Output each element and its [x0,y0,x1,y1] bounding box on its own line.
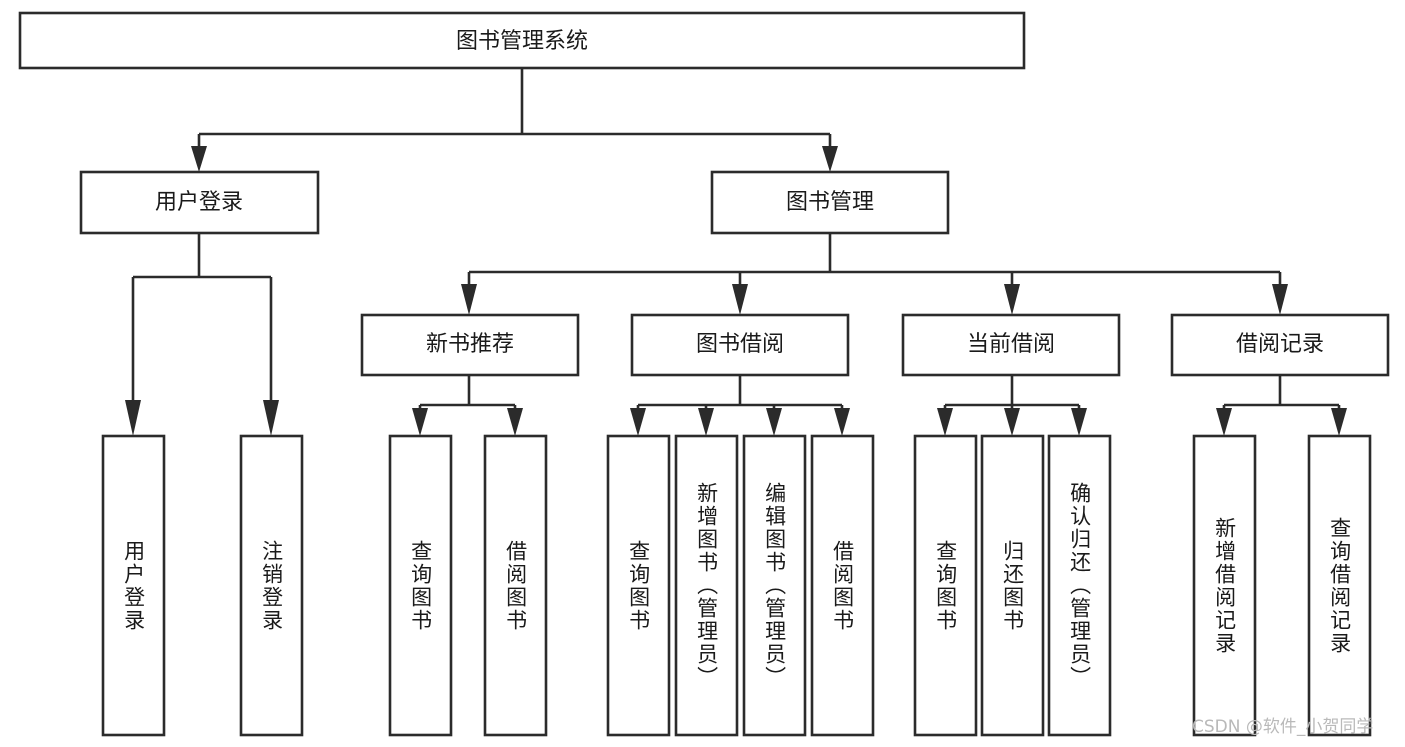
leaf-add-record-box[interactable] [1192,434,1257,737]
node-book-borrow-label: 图书借阅 [696,332,784,357]
leaf-query-book-3-box[interactable] [913,434,978,737]
node-root-box[interactable] [18,11,1026,70]
leaf-borrow-book-2-label: 借阅图书 [830,539,855,632]
arrowhead-leaf-user-logout [263,400,279,436]
arrowhead-leaf-borrow-book-1 [507,408,523,436]
arrowhead-book-borrow [732,284,748,315]
leaf-query-book-1-label: 查询图书 [408,539,433,632]
node-book-manage[interactable]: 图书管理 [710,170,950,235]
leaf-return-book-box[interactable] [980,434,1045,737]
node-current-borrow[interactable]: 当前借阅 [901,313,1121,377]
node-root-label: 图书管理系统 [456,29,588,54]
node-current-borrow-box[interactable] [901,313,1121,377]
leaf-confirm-return-label: 确认归还（管理员） [1067,482,1092,689]
leaf-borrow-book-2-box[interactable] [810,434,875,737]
leaf-add-record-label: 新增借阅记录 [1212,516,1237,655]
leaf-return-book-label: 归还图书 [1000,539,1025,632]
node-new-book-recommend-label: 新书推荐 [426,332,514,357]
leaf-query-book-2-label: 查询图书 [626,539,651,632]
leaf-add-book-box[interactable] [674,434,739,737]
node-user-login-label: 用户登录 [155,190,243,215]
arrowhead-leaf-return-book [1004,408,1020,436]
leaf-add-book-label: 新增图书（管理员） [694,482,719,689]
leaf-query-book-3-label: 查询图书 [933,539,958,632]
arrowhead-borrow-record [1272,284,1288,315]
arrowhead-current-borrow [1004,284,1020,315]
node-new-book-recommend-box[interactable] [360,313,580,377]
node-book-borrow-box[interactable] [630,313,850,377]
arrowhead-leaf-add-book [698,408,714,436]
connector-group-newbook-to-leaves [412,375,523,436]
arrowhead-leaf-confirm-return [1071,408,1087,436]
leaf-boxes-group [101,434,1372,737]
leaf-user-login-label: 用户登录 [121,539,146,632]
csdn-watermark: CSDN @软件_小贺同学 [1192,717,1374,737]
node-user-login[interactable]: 用户登录 [79,170,320,235]
leaf-query-book-2-box[interactable] [606,434,671,737]
leaf-confirm-return-box[interactable] [1047,434,1112,737]
arrowhead-leaf-query-record [1331,408,1347,436]
arrowhead-leaf-borrow-book-2 [834,408,850,436]
leaf-query-book-1-box[interactable] [388,434,453,737]
arrowhead-leaf-add-record [1216,408,1232,436]
node-borrow-record[interactable]: 借阅记录 [1170,313,1390,377]
connector-group-currentborrow-to-leaves [937,375,1087,436]
node-user-login-box[interactable] [79,170,320,235]
arrowhead-book-manage [822,146,838,172]
leaf-query-record-label: 查询借阅记录 [1327,516,1352,655]
node-current-borrow-label: 当前借阅 [967,332,1055,357]
arrowhead-leaf-user-login [125,400,141,436]
connector-group-borrowrecord-to-leaves [1216,375,1347,436]
leaf-user-logout-box[interactable] [239,434,304,737]
leaf-user-logout-label: 注销登录 [259,539,284,632]
node-book-manage-label: 图书管理 [786,190,874,215]
arrowhead-leaf-query-book-2 [630,408,646,436]
node-new-book-recommend[interactable]: 新书推荐 [360,313,580,377]
leaf-edit-book-box[interactable] [742,434,807,737]
arrowhead-leaf-query-book-3 [937,408,953,436]
arrowhead-leaf-edit-book [766,408,782,436]
leaf-borrow-book-1-box[interactable] [483,434,548,737]
leaf-user-login-box[interactable] [101,434,166,737]
node-book-manage-box[interactable] [710,170,950,235]
connector-group-bookborrow-to-leaves [630,375,850,436]
leaf-borrow-book-1-label: 借阅图书 [503,539,528,632]
connector-group-bookmanage-to-level3 [461,233,1288,315]
node-book-borrow[interactable]: 图书借阅 [630,313,850,377]
leaf-edit-book-label: 编辑图书（管理员） [762,482,787,689]
node-borrow-record-label: 借阅记录 [1236,332,1324,357]
arrowhead-user-login [191,146,207,172]
arrowhead-leaf-query-book-1 [412,408,428,436]
arrowhead-new-book-recommend [461,284,477,315]
leaf-query-record-box[interactable] [1307,434,1372,737]
connector-group-root-to-level2 [191,68,838,172]
node-borrow-record-box[interactable] [1170,313,1390,377]
connector-group-userlogin-to-leaves [125,233,279,436]
node-root[interactable]: 图书管理系统 [18,11,1026,70]
